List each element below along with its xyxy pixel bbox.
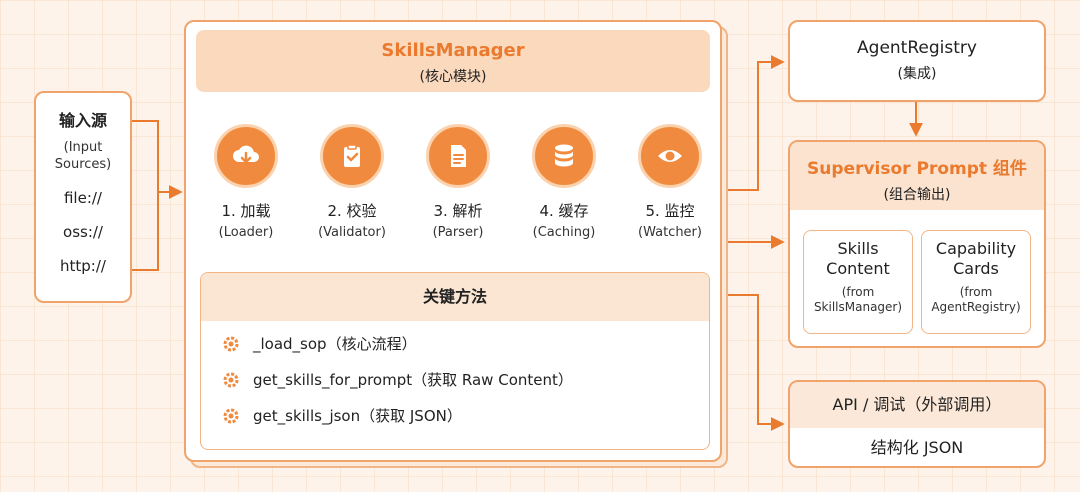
- key-methods-panel: 关键方法 _load_sop（核心流程） get_skills_for_prom…: [200, 272, 710, 450]
- key-methods-title: 关键方法: [201, 273, 709, 321]
- input-sources-subtitle: (Input Sources): [54, 140, 112, 172]
- method-get-skills-for-prompt: get_skills_for_prompt（获取 Raw Content）: [221, 369, 573, 390]
- api-debug-title: API / 调试（外部调用）: [790, 382, 1044, 428]
- source-oss: oss://: [63, 223, 103, 241]
- agent-registry-box: AgentRegistry (集成): [788, 20, 1046, 102]
- supervisor-prompt-header: Supervisor Prompt 组件 (组合输出): [790, 142, 1044, 210]
- skills-manager-box: SkillsManager (核心模块) 1. 加载 (Loader) 2. 校…: [184, 20, 722, 462]
- input-sources-title: 输入源: [58, 111, 107, 130]
- capability-cards-title: Capability Cards: [935, 239, 1017, 278]
- step-watcher-label: 5. 监控: [645, 202, 695, 220]
- step-watcher: 5. 监控 (Watcher): [616, 124, 724, 240]
- method-load-sop: _load_sop（核心流程）: [221, 333, 417, 354]
- gear-icon: [223, 372, 239, 387]
- step-validator: 2. 校验 (Validator): [298, 124, 406, 240]
- skills-manager-subtitle: (核心模块): [419, 69, 487, 85]
- api-debug-box: API / 调试（外部调用） 结构化 JSON: [788, 380, 1046, 468]
- input-sources-box: 输入源 (Input Sources) file:// oss:// http:…: [34, 91, 132, 303]
- source-http: http://: [60, 257, 106, 275]
- skills-manager-header: SkillsManager (核心模块): [196, 30, 710, 92]
- skills-manager-title: SkillsManager: [381, 40, 525, 61]
- input-connector-bottom: [132, 208, 159, 271]
- step-caching: 4. 缓存 (Caching): [510, 124, 618, 240]
- step-loader-label: 1. 加载: [221, 202, 271, 220]
- capability-cards-card: Capability Cards (from AgentRegistry): [921, 230, 1031, 334]
- agent-registry-title: AgentRegistry: [857, 38, 977, 58]
- gear-icon: [223, 336, 239, 351]
- method-load-sop-label: _load_sop（核心流程）: [253, 335, 417, 353]
- input-connector-top: [132, 120, 159, 176]
- method-get-skills-for-prompt-label: get_skills_for_prompt（获取 Raw Content）: [253, 371, 573, 389]
- supervisor-prompt-title: Supervisor Prompt 组件: [807, 159, 1027, 179]
- to-api-arrow: [728, 294, 785, 431]
- step-loader-sub: (Loader): [218, 225, 274, 240]
- step-caching-label: 4. 缓存: [539, 202, 589, 220]
- skills-content-source: (from SkillsManager): [813, 285, 903, 314]
- step-caching-sub: (Caching): [532, 225, 596, 240]
- gear-icon: [223, 408, 239, 423]
- skills-content-card: Skills Content (from SkillsManager): [803, 230, 913, 334]
- document-icon: [426, 124, 490, 188]
- source-file: file://: [63, 189, 102, 207]
- step-parser-label: 3. 解析: [433, 202, 483, 220]
- api-debug-body: 结构化 JSON: [870, 438, 964, 457]
- step-parser-sub: (Parser): [432, 225, 484, 240]
- method-get-skills-json-label: get_skills_json（获取 JSON）: [253, 407, 462, 425]
- to-agent-registry-arrow: [728, 55, 785, 191]
- capability-cards-source: (from AgentRegistry): [931, 285, 1021, 314]
- step-validator-label: 2. 校验: [327, 202, 377, 220]
- step-validator-sub: (Validator): [318, 225, 386, 240]
- supervisor-prompt-subtitle: (组合输出): [883, 187, 951, 203]
- step-watcher-sub: (Watcher): [638, 225, 702, 240]
- skills-content-title: Skills Content: [826, 239, 890, 278]
- supervisor-prompt-box: Supervisor Prompt 组件 (组合输出) Skills Conte…: [788, 140, 1046, 348]
- cloud-download-icon: [214, 124, 278, 188]
- agent-registry-subtitle: (集成): [897, 66, 937, 82]
- database-icon: [532, 124, 596, 188]
- step-parser: 3. 解析 (Parser): [404, 124, 512, 240]
- eye-icon: [638, 124, 702, 188]
- method-get-skills-json: get_skills_json（获取 JSON）: [221, 405, 462, 426]
- clipboard-check-icon: [320, 124, 384, 188]
- step-loader: 1. 加载 (Loader): [192, 124, 300, 240]
